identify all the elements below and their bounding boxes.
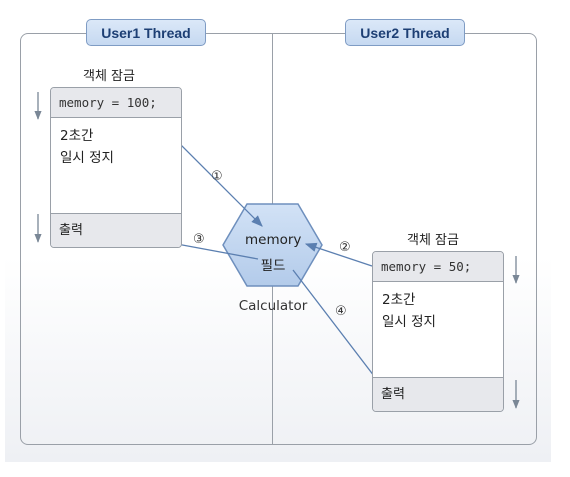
step-1-marker: ① bbox=[211, 169, 223, 184]
field-label: 필드 bbox=[260, 258, 286, 274]
arrow-step-2 bbox=[304, 242, 373, 267]
user2-code-line: memory = 50; bbox=[373, 252, 503, 282]
user1-pause-line-2: 일시 정지 bbox=[60, 150, 114, 166]
user2-lock-label: 객체 잠금 bbox=[407, 233, 459, 248]
user1-thread-tab: User1 Thread bbox=[86, 19, 206, 46]
arrow-step-4 bbox=[292, 269, 385, 390]
memory-field-hexagon bbox=[222, 203, 323, 287]
user2-pause-line-1: 2초간 bbox=[382, 292, 416, 308]
user1-code-box: memory = 100; 2초간 일시 정지 출력 bbox=[50, 87, 182, 248]
user2-code-box: memory = 50; 2초간 일시 정지 출력 bbox=[372, 251, 504, 412]
threads-frame bbox=[20, 33, 537, 445]
user1-output-row: 출력 bbox=[51, 213, 181, 247]
user1-pause-line-1: 2초간 bbox=[60, 128, 94, 144]
user2-output-row: 출력 bbox=[373, 377, 503, 411]
user2-thread-tab: User2 Thread bbox=[345, 19, 465, 46]
step-3-marker: ③ bbox=[193, 232, 205, 247]
calculator-label: Calculator bbox=[238, 298, 308, 314]
user1-code-line: memory = 100; bbox=[51, 88, 181, 118]
memory-field-label: memory bbox=[245, 232, 302, 248]
step-2-marker: ② bbox=[339, 240, 351, 255]
step-4-marker: ④ bbox=[335, 304, 347, 319]
user1-lock-label: 객체 잠금 bbox=[83, 69, 135, 84]
user2-pause-line-2: 일시 정지 bbox=[382, 314, 436, 330]
